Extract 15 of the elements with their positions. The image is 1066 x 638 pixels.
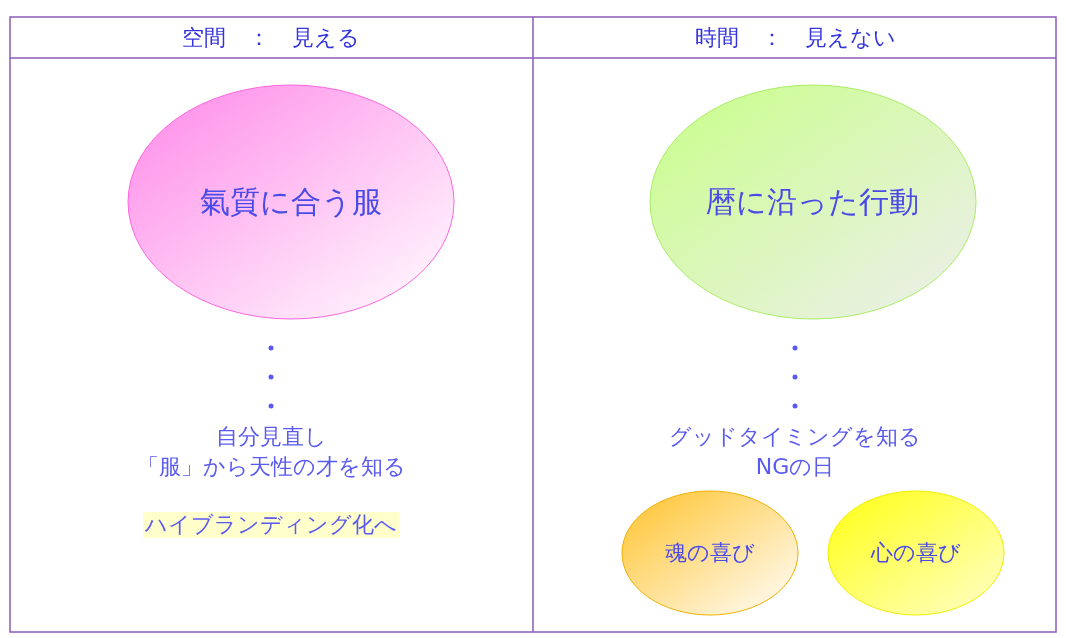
note-text: 「服」から天性の才を知る — [136, 454, 406, 480]
note-text: NGの日 — [755, 454, 835, 480]
ellipse-label: 氣質に合う服 — [199, 184, 383, 220]
ellipse — [621, 490, 799, 616]
highlighted-text: ハイブランディング化へ — [143, 512, 399, 538]
column-header: 空間 ： 見える — [182, 25, 360, 51]
ellipse — [827, 490, 1005, 616]
ellipse-label: 心の喜び — [869, 539, 962, 567]
column-header: 時間 ： 見えない — [694, 25, 896, 51]
ellipse-label: 魂の喜び — [664, 539, 756, 567]
ellipse — [649, 84, 977, 320]
ellipse — [127, 84, 455, 320]
note-text: グッドタイミングを知る — [669, 424, 921, 450]
ellipse-label: 暦に沿った行動 — [705, 184, 921, 220]
note-text: 自分見直し — [215, 424, 327, 450]
